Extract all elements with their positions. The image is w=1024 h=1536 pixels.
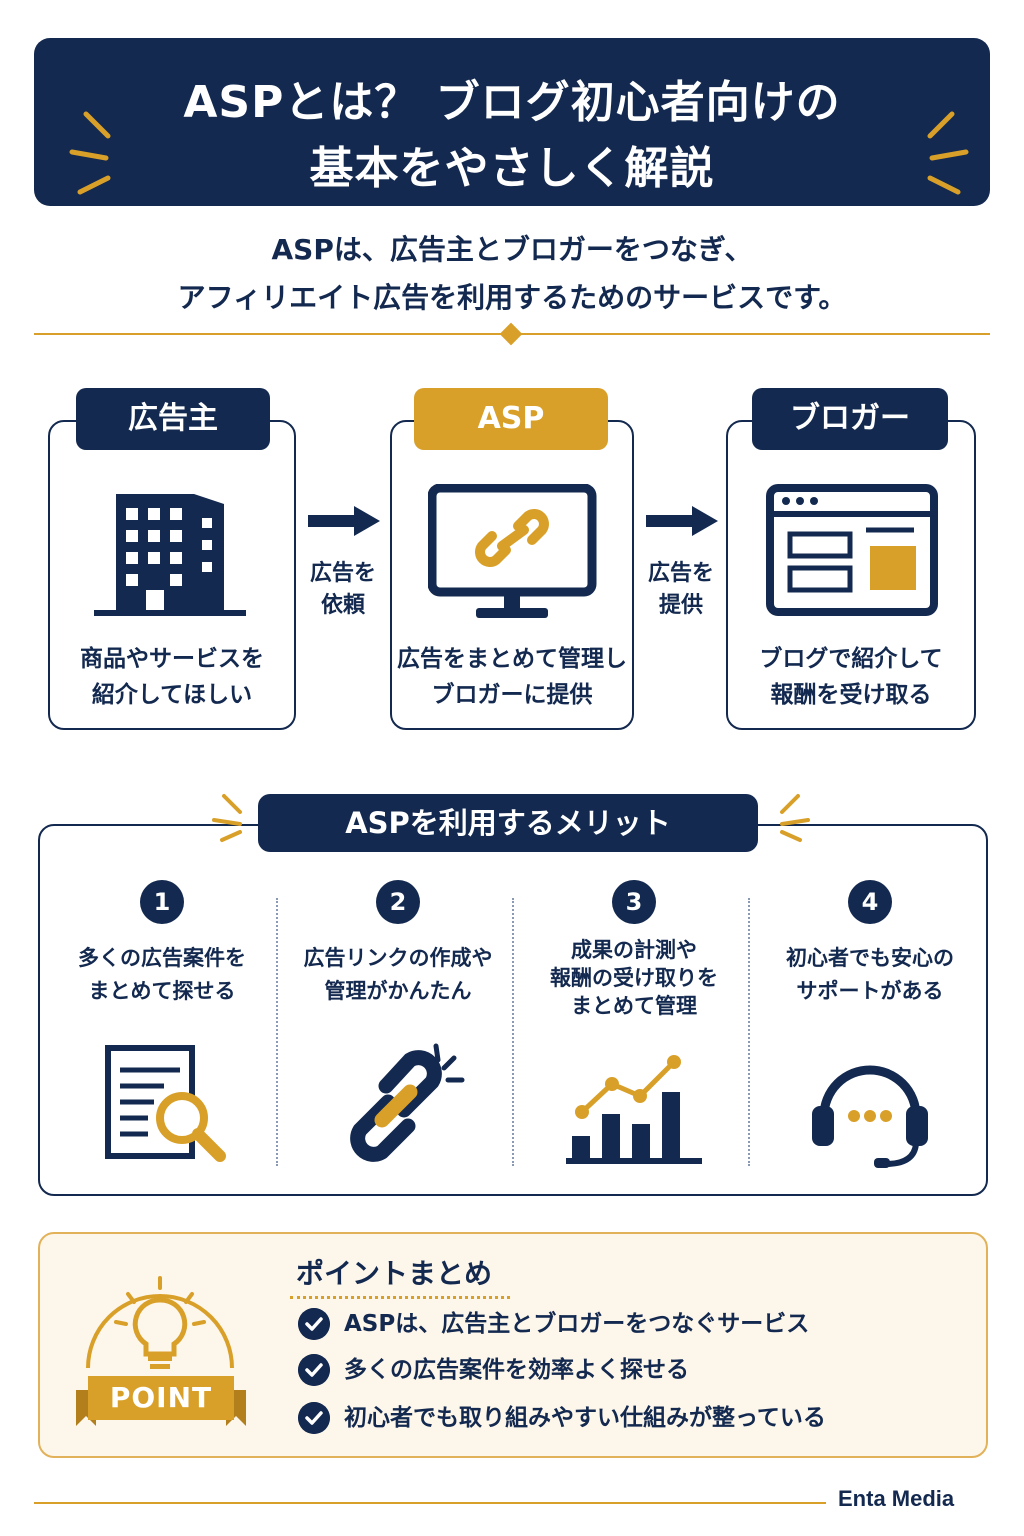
merit-text: 広告リンクの作成や 管理がかんたん [280, 942, 516, 1008]
check-circle-icon [298, 1402, 330, 1434]
merit-item-2: 2 広告リンクの作成や 管理がかんたん [280, 880, 516, 1180]
point-ribbon [76, 1376, 246, 1426]
document-search-icon [105, 1045, 226, 1162]
bar-chart-icon [566, 1055, 702, 1164]
merit-text-line: 広告リンクの作成や [303, 946, 493, 970]
merit-text: 成果の計測や 報酬の受け取りを まとめて管理 [516, 936, 752, 1020]
blogger-card: ブログで紹介して 報酬を受け取る [726, 420, 976, 730]
merit-separator [276, 898, 278, 1166]
arrow-right-icon [308, 506, 380, 536]
check-circle-icon [298, 1308, 330, 1340]
lightbulb-icon [86, 1276, 234, 1369]
page-title-line-1: ASPとは？ ブログ初心者向けの [183, 77, 841, 128]
point-item-text: 多くの広告案件を効率よく探せる [344, 1357, 689, 1383]
intro-line-2: アフィリエイト広告を利用するためのサービスです。 [177, 281, 847, 314]
merit-text-line: 報酬の受け取りを [550, 966, 718, 990]
merit-item-4: 4 初心者でも安心の サポートがある [752, 880, 988, 1180]
point-item-text: ASPは、広告主とブロガーをつなぐサービス [344, 1311, 810, 1337]
advertiser-desc-2: 紹介してほしい [91, 682, 253, 708]
merit-item-3: 3 成果の計測や 報酬の受け取りを まとめて管理 [516, 880, 752, 1180]
sparkle-right-icon [927, 111, 969, 195]
building-icon [94, 494, 246, 616]
merit-number: 2 [376, 880, 420, 924]
merit-text-line: 初心者でも安心の [786, 946, 954, 970]
footer-brand: Enta Media [838, 1486, 955, 1511]
advertiser-card: 商品やサービスを 紹介してほしい [48, 420, 296, 730]
arrow1-label-1: 広告を [309, 561, 376, 586]
arrow2-label-1: 広告を [647, 561, 714, 586]
point-badge: POINT [88, 1376, 234, 1420]
merits-title: ASPを利用するメリット [258, 794, 758, 852]
point-item-text: 初心者でも取り組みやすい仕組みが整っている [344, 1405, 826, 1431]
sparkle-left-icon [212, 794, 242, 842]
advertiser-desc-1: 商品やサービスを [80, 646, 264, 672]
blogger-label: ブロガー [752, 388, 948, 450]
blogger-desc-1: ブログで紹介して [759, 646, 943, 672]
arrow-right-icon [646, 506, 718, 536]
asp-card: 広告をまとめて管理し ブロガーに提供 [390, 420, 634, 730]
intro-line-1: ASPは、広告主とブロガーをつなぎ、 [271, 233, 753, 266]
arrow2-label-2: 提供 [658, 593, 703, 618]
merit-number: 4 [848, 880, 892, 924]
footer-divider [34, 1502, 826, 1504]
arrow1-label-2: 依頼 [320, 593, 365, 618]
point-heading: ポイントまとめ [296, 1257, 493, 1290]
asp-desc-1: 広告をまとめて管理し [397, 646, 627, 672]
merit-text: 多くの広告案件を まとめて探せる [44, 942, 280, 1008]
divider-diamond [499, 322, 523, 346]
merit-text: 初心者でも安心の サポートがある [752, 942, 988, 1008]
merit-separator [748, 898, 750, 1166]
merit-text-line: まとめて探せる [88, 979, 236, 1003]
merit-text-line: サポートがある [796, 979, 944, 1003]
page-title-line-2: 基本をやさしく解説 [309, 143, 715, 194]
browser-window-icon [766, 484, 938, 616]
point-summary-box [38, 1232, 988, 1458]
merit-separator [512, 898, 514, 1166]
merit-number: 1 [140, 880, 184, 924]
advertiser-label: 広告主 [76, 388, 270, 450]
point-badge-label: POINT [109, 1381, 213, 1414]
check-circle-icon [298, 1354, 330, 1386]
asp-desc-2: ブロガーに提供 [431, 682, 593, 708]
merit-text-line: 多くの広告案件を [78, 946, 246, 970]
sparkle-right-icon [780, 794, 810, 842]
point-heading-underline [290, 1296, 510, 1299]
merit-text-line: 成果の計測や [571, 938, 697, 962]
merit-text-line: 管理がかんたん [324, 979, 472, 1003]
chain-link-icon [350, 1043, 465, 1162]
merit-number: 3 [612, 880, 656, 924]
title-banner: ASPとは？ ブログ初心者向けの 基本をやさしく解説 [34, 38, 990, 206]
blogger-desc-2: 報酬を受け取る [770, 682, 932, 708]
asp-label: ASP [414, 388, 608, 450]
monitor-link-icon [428, 484, 597, 618]
sparkle-left-icon [69, 111, 111, 195]
headset-icon [812, 1065, 928, 1168]
merit-item-1: 1 多くの広告案件を まとめて探せる [44, 880, 280, 1180]
merit-text-line: まとめて管理 [571, 994, 697, 1018]
